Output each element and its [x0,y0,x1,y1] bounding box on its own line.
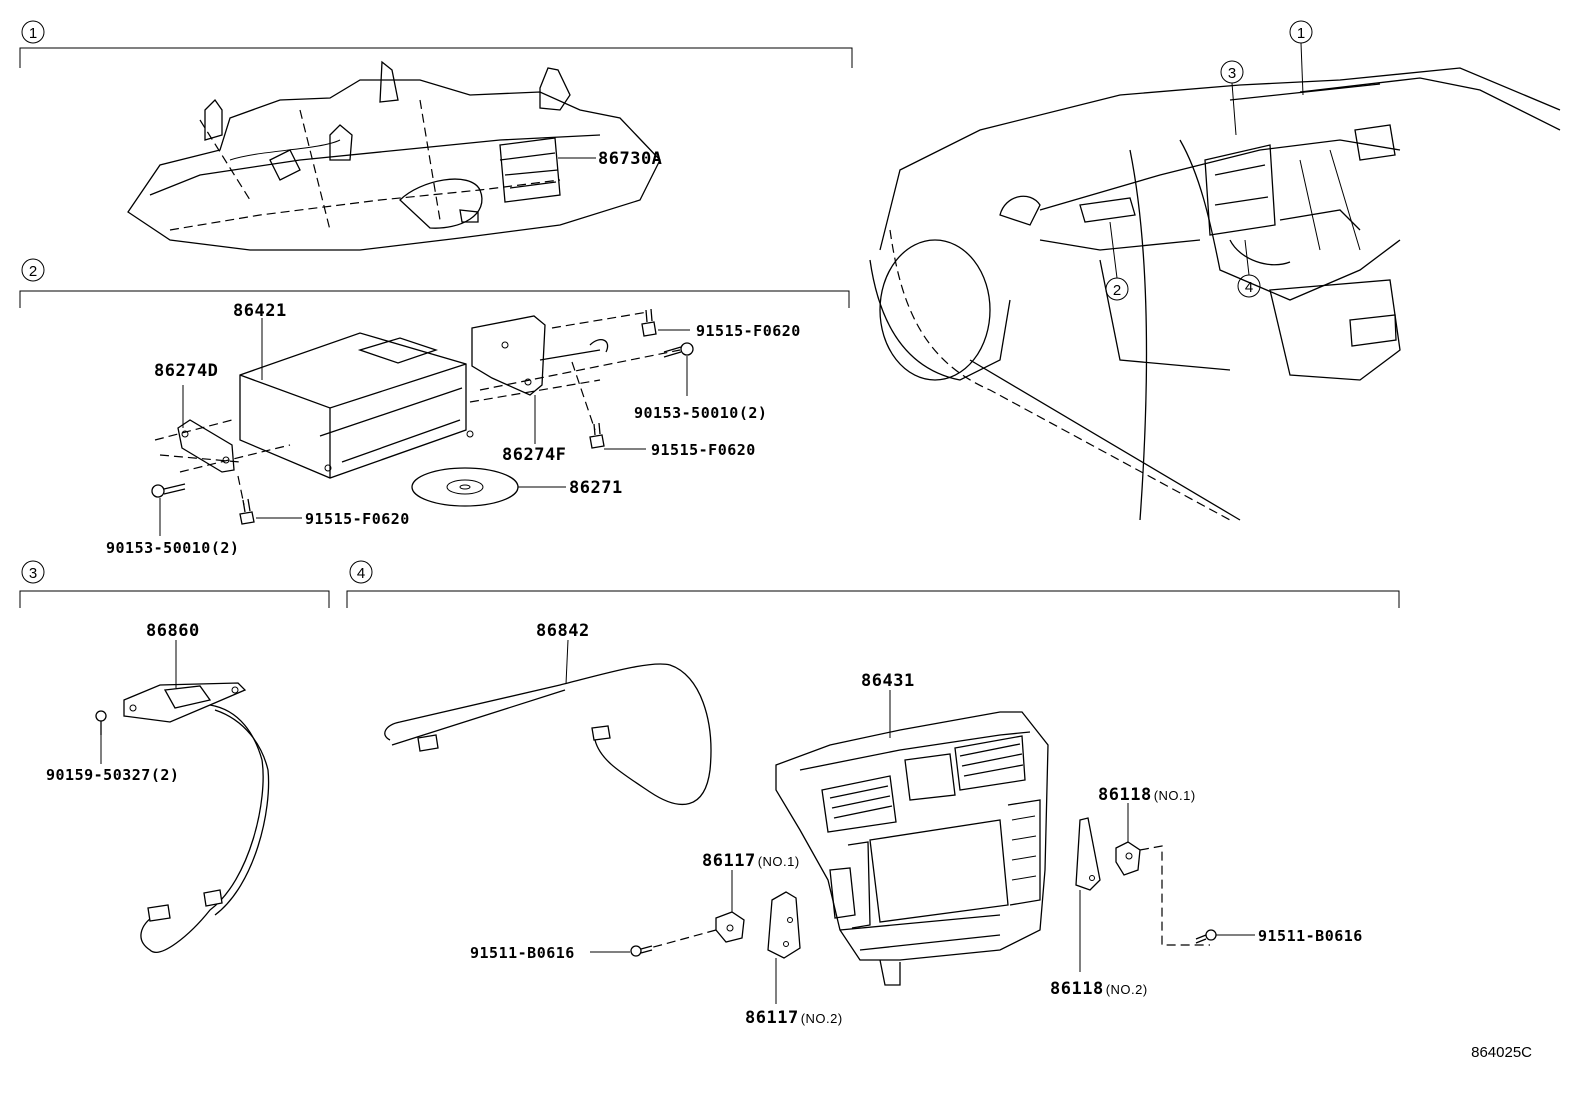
section-1-label: 1 [29,25,37,42]
car-callout-4: 4 [1245,279,1253,296]
bolt-90153-left-icon [151,483,186,498]
part-86274F: 86274F [502,445,566,465]
center-panel-86431-drawing [775,711,1049,986]
vehicle-interior-drawing [869,67,1561,521]
bracket-86118-no1-icon [1115,841,1141,876]
part-86730A: 86730A [598,149,662,169]
section-1: 1 86730A [19,20,853,251]
bolt-90153-right-icon [663,342,694,358]
part-86274D: 86274D [154,361,218,381]
part-86118-no2: 86118(NO.2) [1050,979,1148,999]
screw-91511-left-icon [630,945,653,957]
part-91515-F0620-lower: 91515-F0620 [305,510,410,528]
part-90153-50010-left: 90153-50010(2) [106,539,239,557]
section-2-label: 2 [29,263,37,280]
car-callout-2: 2 [1113,282,1121,299]
section-2: 2 86421 86274D 90153-500 [19,258,850,557]
part-86117-no2: 86117(NO.2) [745,1008,843,1028]
screw-91515-top-icon [641,308,657,337]
part-86860: 86860 [146,621,200,641]
part-90153-50010-right: 90153-50010(2) [634,404,767,422]
overhead-console-drawing [127,60,661,251]
screw-91515-lower-icon [239,498,255,525]
part-91511-B0616-right: 91511-B0616 [1258,927,1363,945]
vehicle-callouts: 1 3 2 4 [1105,20,1313,301]
section-4: 4 86842 86431 [346,560,1400,1028]
part-86431: 86431 [861,671,915,691]
part-91511-B0616-left: 91511-B0616 [470,944,575,962]
section-3: 3 86860 90159-50327(2) [19,560,330,953]
part-86271: 86271 [569,478,623,498]
car-callout-3: 3 [1228,65,1236,82]
part-86421: 86421 [233,301,287,321]
bracket-86118-no2-icon [1075,817,1101,891]
bracket-86274D-drawing [177,419,235,473]
part-86842: 86842 [536,621,590,641]
bracket-86117-no1-icon [715,911,745,943]
diagram-code: 864025C [1471,1044,1532,1061]
navigation-unit-drawing [239,332,474,479]
section-3-label: 3 [29,565,37,582]
camera-module-86860-drawing [123,682,270,953]
screw-90159-icon [95,710,107,735]
screw-91511-right-icon [1195,929,1217,944]
bracket-86117-no2-icon [767,891,801,959]
bracket-86274F-drawing [471,315,609,396]
part-86117-no1: 86117(NO.1) [702,851,800,871]
part-86118-no1: 86118(NO.1) [1098,785,1196,805]
car-callout-1: 1 [1297,25,1305,42]
screw-91515-mid-icon [589,422,605,449]
section-4-label: 4 [357,565,365,582]
part-90159-50327: 90159-50327(2) [46,766,179,784]
part-91515-F0620-mid: 91515-F0620 [651,441,756,459]
disc-icon [411,467,519,507]
part-91515-F0620-top: 91515-F0620 [696,322,801,340]
cable-86842-drawing [384,663,712,805]
